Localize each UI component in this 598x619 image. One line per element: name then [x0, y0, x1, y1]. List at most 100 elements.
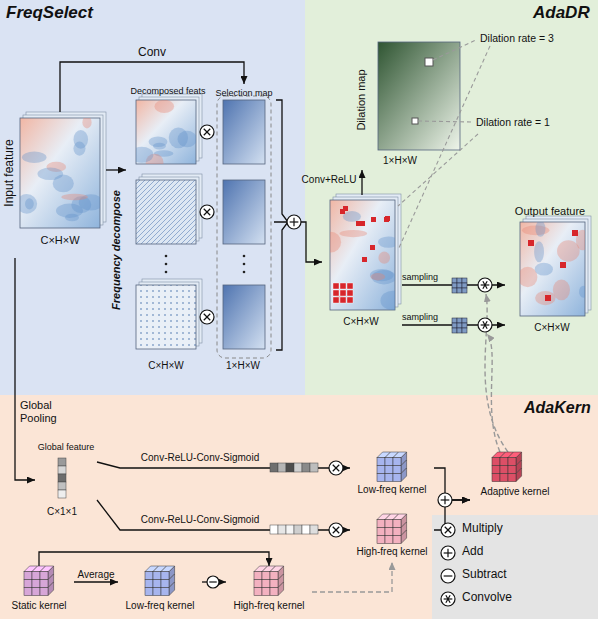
- dilated-patch: [362, 257, 367, 262]
- node-label-wrap: Input feature: [3, 139, 17, 206]
- heat-blob: [330, 232, 341, 253]
- kernel-cube: [254, 566, 284, 596]
- attention-cell: [278, 525, 286, 534]
- feature-map: [136, 285, 196, 349]
- cube-cell: [492, 474, 500, 482]
- operator-ring: [329, 461, 343, 475]
- heat-blob: [82, 118, 91, 128]
- cube-cell: [393, 466, 401, 474]
- feature-map: [223, 285, 265, 349]
- sampling-patch: [333, 290, 339, 296]
- node-label-wrap: High-freq kernel: [233, 600, 304, 612]
- feature-block: Output featureC×H×W: [505, 203, 595, 353]
- node-label-wrap: C×H×W: [148, 360, 184, 372]
- operator-stroke: [483, 281, 487, 288]
- node-label: 1×H×W: [226, 360, 260, 371]
- sampled-grid: [452, 323, 457, 328]
- cube-side: [401, 530, 407, 544]
- cube-cell: [254, 588, 262, 596]
- heat-blob: [73, 142, 85, 156]
- dilated-patch: [385, 216, 390, 221]
- legend-label-wrap: Multiply: [462, 522, 503, 536]
- feature-block: Adaptive kernel: [470, 446, 560, 504]
- ellipsis-dot: [243, 255, 246, 258]
- operator-ring: [207, 576, 219, 588]
- cube-cell: [145, 588, 153, 596]
- sampling-patch: [333, 283, 339, 289]
- node-label-wrap: Low-freq kernel: [358, 484, 427, 496]
- heat-blob: [169, 127, 188, 148]
- heat-blob: [378, 236, 395, 247]
- node-label: Global feature: [38, 442, 95, 452]
- node-label: Output feature: [515, 205, 585, 217]
- node-label: C×H×W: [148, 360, 184, 371]
- feature-map: [223, 100, 265, 164]
- feature-block: Low-freq kernel: [350, 450, 434, 498]
- cube-cell: [377, 528, 385, 536]
- feature-block: Selection map1×H×W: [214, 84, 275, 376]
- legend-label-wrap: Add: [462, 545, 483, 559]
- cube-cell: [500, 458, 508, 466]
- module-panel: AdaKernGlobal featureC×1×1Low-freq kerne…: [0, 395, 598, 619]
- cube-top: [161, 566, 175, 572]
- heat-blob: [61, 194, 88, 201]
- feature-block: High-freq kernel: [350, 512, 434, 562]
- cube-cell: [385, 458, 393, 466]
- heat-blob: [534, 241, 544, 262]
- cube-cell: [393, 474, 401, 482]
- ellipsis-dot: [243, 271, 246, 274]
- legend-label-wrap: Subtract: [462, 568, 507, 582]
- operator-stroke: [445, 527, 452, 534]
- cube-cell: [145, 580, 153, 588]
- cube-cell: [270, 588, 278, 596]
- module-panel: AdaDR C×H×W Dilation map 1×H×W Output featur…: [305, 0, 598, 395]
- operator-stroke: [204, 314, 211, 321]
- cube-cell: [40, 580, 48, 588]
- attention-cell: [286, 525, 294, 534]
- legend-label-wrap: Convolve: [462, 591, 512, 605]
- dilation-cell: [412, 118, 418, 124]
- global-vector-cell: [58, 466, 66, 474]
- cube-side: [278, 582, 284, 596]
- sampled-grid: [457, 283, 462, 288]
- sampled-grid: [452, 318, 457, 323]
- output-patch: [545, 295, 551, 301]
- leader-line: [398, 46, 490, 250]
- sampled-grid: [452, 278, 457, 283]
- panel-ground: [305, 0, 598, 395]
- annotation-label-wrap: Dilation rate = 1: [476, 116, 550, 128]
- panel-ground: [0, 395, 598, 619]
- node-label-wrap: C×H×W: [534, 322, 570, 334]
- legend-label: Multiply: [462, 521, 503, 535]
- panel-title-wrap: AdaDR: [533, 3, 590, 23]
- node-label-wrap: C×H×W: [40, 234, 79, 247]
- operator-stroke: [446, 595, 450, 602]
- operator-ring: [478, 318, 492, 332]
- heat-blob: [520, 267, 537, 287]
- cube-cell: [24, 588, 32, 596]
- node-label-wrap: Dilation map: [355, 69, 368, 130]
- edge-label: sampling: [402, 272, 438, 282]
- cube-cell: [270, 580, 278, 588]
- attention-cell: [286, 463, 294, 472]
- node-label-wrap: C×1×1: [47, 506, 77, 518]
- sampling-patch: [340, 283, 346, 289]
- attention-cell: [294, 525, 302, 534]
- heat-blobs: [520, 222, 585, 305]
- feature-block: C×H×W: [322, 195, 402, 335]
- attention-cell: [294, 463, 302, 472]
- feature-map: [136, 180, 196, 244]
- node-label: 1×H×W: [383, 155, 417, 166]
- operator-symbol: [287, 215, 301, 229]
- node-label: High-freq kernel: [356, 546, 427, 557]
- connector-arrow: [74, 581, 118, 582]
- cube-side: [48, 582, 54, 596]
- cube-cell: [254, 572, 262, 580]
- cube-cell: [377, 466, 385, 474]
- output-patch: [572, 230, 578, 236]
- cube-cell: [508, 474, 516, 482]
- sampled-grid: [457, 328, 462, 333]
